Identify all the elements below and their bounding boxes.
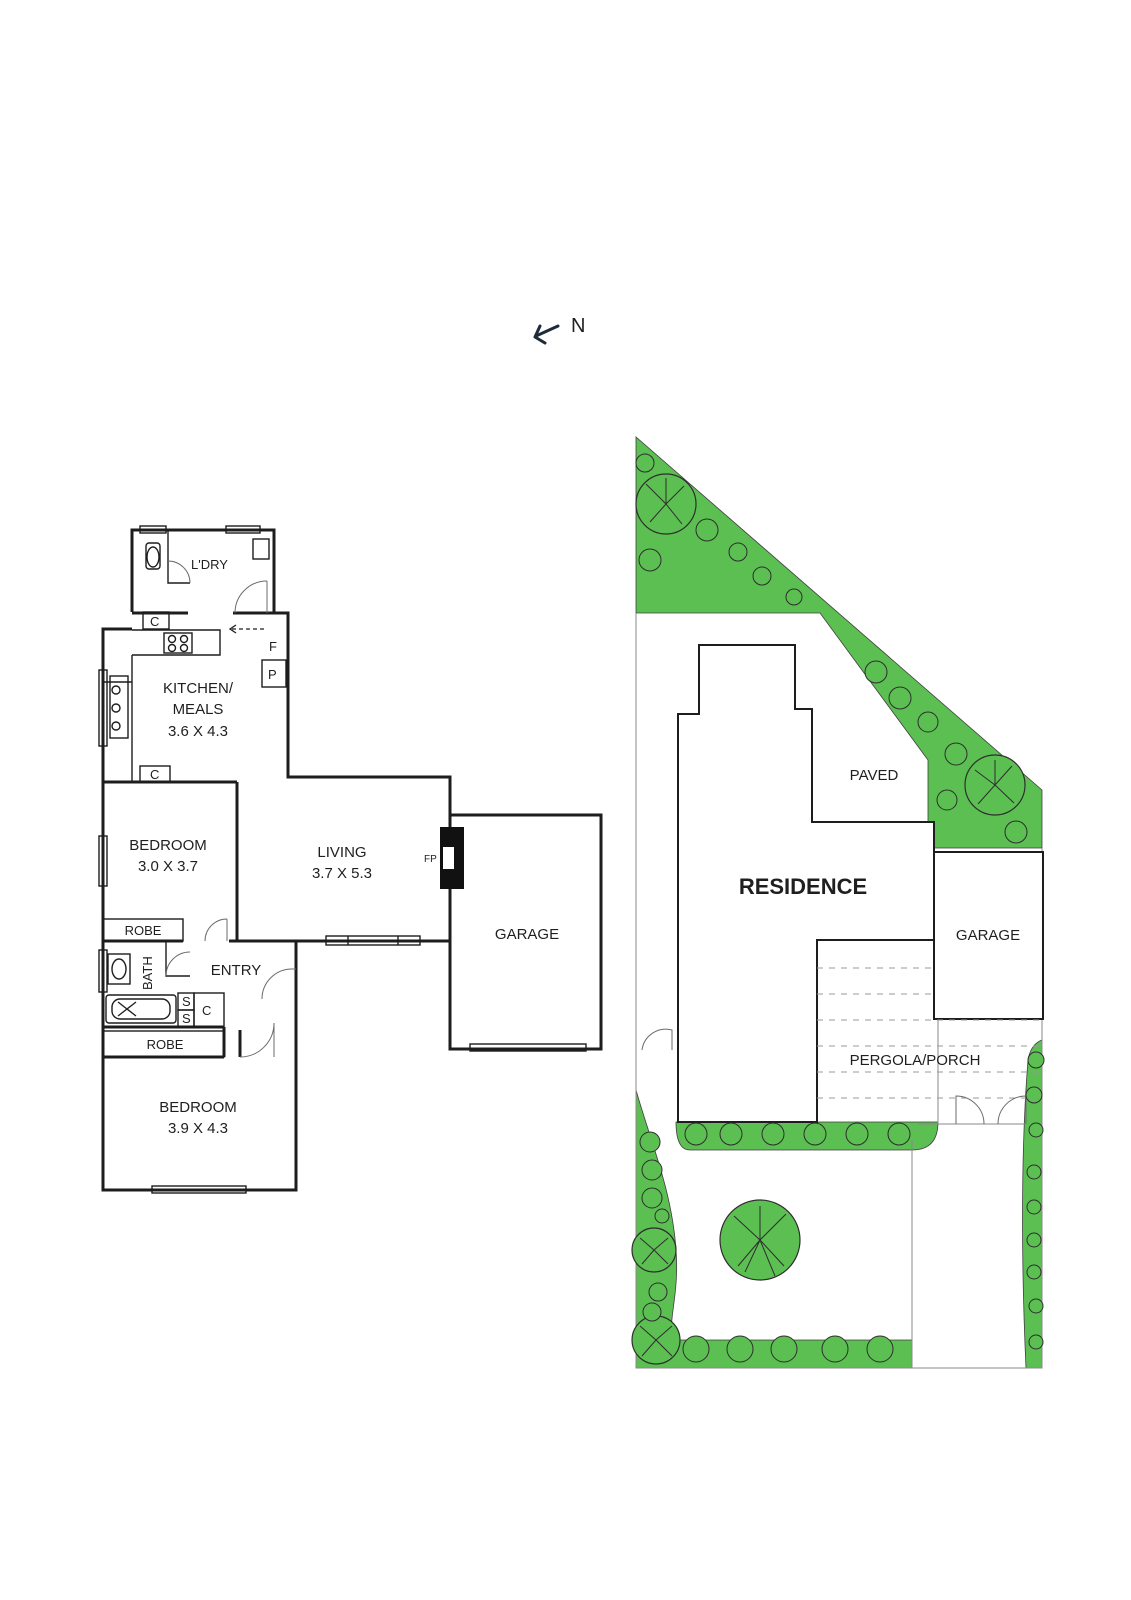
laundry-door2-swing bbox=[234, 580, 268, 614]
bath-icon bbox=[105, 994, 177, 1024]
bedroom1-label: BEDROOM bbox=[129, 837, 207, 854]
robe2-label: ROBE bbox=[147, 1037, 184, 1052]
garden-top-triangle bbox=[635, 436, 1043, 849]
shrub-icon bbox=[635, 453, 1045, 1363]
tree-icon bbox=[635, 473, 697, 535]
kitchen-bench-top bbox=[132, 629, 221, 656]
garage-walls bbox=[448, 813, 603, 1051]
pergola-label: PERGOLA/PORCH bbox=[850, 1052, 981, 1069]
site-garage-label: GARAGE bbox=[956, 927, 1020, 944]
laundry-label: L'DRY bbox=[191, 557, 228, 572]
compass-arrow-icon bbox=[533, 324, 560, 345]
laundry-partition bbox=[167, 531, 190, 584]
tree-icon bbox=[631, 1315, 681, 1365]
robe1 bbox=[102, 918, 184, 942]
floor-plan: L'DRY C F P KITCHEN/ MEALS bbox=[98, 525, 603, 1194]
bath-label: BATH bbox=[140, 956, 155, 990]
laundry-window-right bbox=[225, 525, 261, 534]
side-gate-icon bbox=[641, 1028, 673, 1051]
living-label: LIVING bbox=[317, 844, 366, 861]
bedroom2-window bbox=[151, 1185, 247, 1194]
laundry-window-left bbox=[139, 525, 167, 534]
entry-door-swing bbox=[261, 968, 293, 1000]
bath-partition bbox=[165, 941, 190, 977]
pantry-label: P bbox=[268, 667, 277, 682]
kitchen-label-2: MEALS bbox=[173, 701, 224, 718]
robe2 bbox=[102, 1030, 225, 1058]
garage-label: GARAGE bbox=[495, 926, 559, 943]
pantry bbox=[261, 659, 287, 688]
cupboard-laundry bbox=[142, 611, 170, 630]
laundry-tub-icon bbox=[252, 538, 270, 560]
fridge-label: F bbox=[269, 639, 277, 654]
compass-north-label: N bbox=[571, 315, 585, 337]
cooktop-icon bbox=[163, 632, 193, 654]
fireplace-icon bbox=[440, 827, 464, 889]
residence-label: RESIDENCE bbox=[739, 874, 867, 899]
fireplace-label: FP bbox=[424, 854, 437, 865]
bedroom2-dims: 3.9 X 4.3 bbox=[168, 1120, 228, 1137]
cupboard-laundry-label: C bbox=[150, 614, 159, 629]
bath-door-swing bbox=[165, 951, 191, 977]
tree-icon bbox=[719, 1199, 801, 1281]
paved-label: PAVED bbox=[850, 767, 899, 784]
kitchen-label: KITCHEN/ bbox=[163, 680, 234, 697]
site-plan: RESIDENCE PAVED GARAGE PERGOLA/PORCH bbox=[631, 436, 1045, 1369]
toilet-icon bbox=[145, 542, 161, 570]
bedroom2-door-swing bbox=[239, 1022, 275, 1058]
shelf2-label: S bbox=[182, 1011, 191, 1026]
bedroom1-window bbox=[98, 835, 108, 887]
outer-wall bbox=[101, 528, 452, 1192]
compass: N bbox=[533, 315, 585, 345]
bedroom2-label: BEDROOM bbox=[159, 1099, 237, 1116]
entry-label: ENTRY bbox=[211, 962, 262, 979]
passage-arrowhead bbox=[228, 624, 237, 634]
robe1-label: ROBE bbox=[125, 923, 162, 938]
pergola-lines bbox=[817, 967, 1042, 1099]
living-window bbox=[325, 935, 421, 946]
gate-icon bbox=[955, 1095, 1027, 1125]
tree-icon bbox=[631, 1227, 677, 1273]
bath-sink-icon bbox=[98, 949, 131, 993]
cupboard-entry-label: C bbox=[202, 1003, 211, 1018]
lot-boundary bbox=[635, 613, 1043, 1369]
kitchen-dims: 3.6 X 4.3 bbox=[168, 723, 228, 740]
kitchen-window bbox=[98, 669, 108, 747]
garage-door bbox=[469, 1043, 587, 1052]
shelf1-label: S bbox=[182, 994, 191, 1009]
bedroom1-dims: 3.0 X 3.7 bbox=[138, 858, 198, 875]
tree-icon bbox=[964, 754, 1026, 816]
site-garage-building bbox=[933, 851, 1044, 1020]
living-dims: 3.7 X 5.3 bbox=[312, 865, 372, 882]
cupboard-kitchen-label: C bbox=[150, 767, 159, 782]
laundry-door-swing bbox=[167, 560, 191, 584]
cupboard-entry bbox=[193, 992, 225, 1028]
bedroom1-door-swing bbox=[204, 918, 228, 942]
sink-icon bbox=[109, 675, 129, 739]
